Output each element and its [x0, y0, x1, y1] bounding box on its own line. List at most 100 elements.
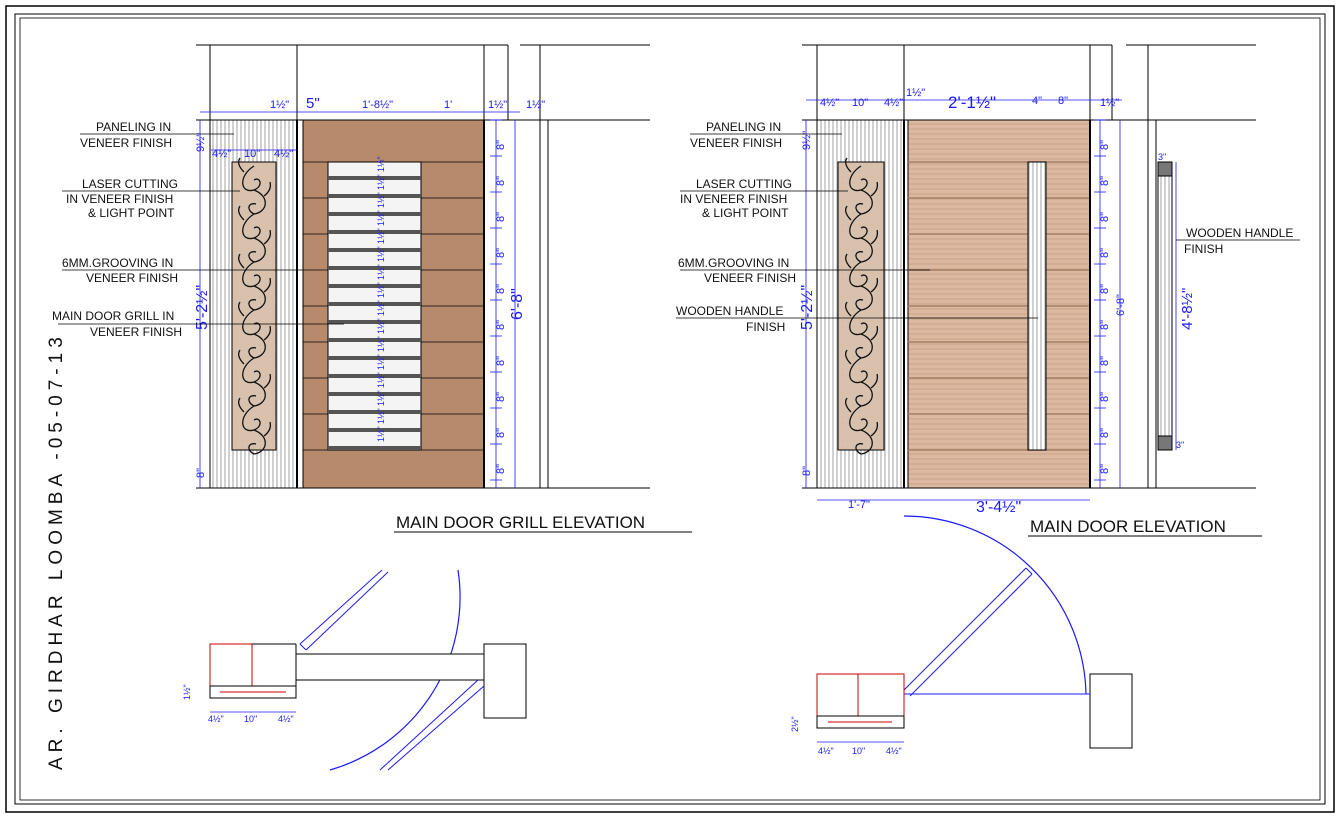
door-elevation-title: MAIN DOOR ELEVATION: [1030, 517, 1226, 536]
door-top-dim-2: 10": [852, 97, 868, 109]
grill-label-grill-2: VENEER FINISH: [90, 325, 182, 339]
grill-bar: [328, 248, 421, 252]
grill-gap-label: 1½": [376, 156, 386, 172]
door-top-dim-6: 4": [1032, 95, 1042, 107]
grill-bar: [328, 338, 421, 342]
door-elevation: [802, 44, 1256, 501]
grill-bar: [328, 194, 421, 198]
handle-label-2: FINISH: [1184, 242, 1223, 256]
segment-dim-label: 8": [495, 428, 507, 438]
segment-dim-label: 8": [495, 464, 507, 474]
door-segment-labels: 8"8"8"8"8"8"8"8"8"8": [1099, 140, 1111, 474]
grill-gap-label: 1½": [376, 210, 386, 226]
door-label-laser-3: & LIGHT POINT: [702, 206, 789, 220]
grill-label-groove-1: 6MM.GROOVING IN: [62, 256, 173, 270]
door-plan: [816, 515, 1133, 749]
scroll-leaf: [845, 349, 852, 365]
grill-dimensions: [199, 111, 520, 488]
grill-bar: [328, 230, 421, 234]
scroll-leaf: [263, 373, 272, 389]
scroll-leaf: [870, 229, 879, 245]
grill-top-dim-6: 1½": [526, 99, 545, 111]
segment-dim-label: 8": [495, 284, 507, 294]
grill-gap-label: 1½": [376, 318, 386, 334]
grill-side-dim-3: 4½": [274, 148, 293, 160]
door-right-height: 6'-8": [1115, 294, 1127, 316]
inner-border: [14, 13, 1326, 805]
grill-top-dim-4: 1': [444, 99, 452, 111]
grill-top-dim-2: 5": [306, 95, 320, 112]
scroll-leaf: [845, 157, 852, 173]
door-top-dim-3: 4½": [884, 97, 903, 109]
grill-bar: [328, 374, 421, 378]
segment-dim-label: 8": [495, 140, 507, 150]
segment-dim-label: 8": [1099, 176, 1111, 186]
scroll-leaf: [870, 421, 879, 437]
grill-gap-label: 1½": [376, 300, 386, 316]
grill-gap-label: 1½": [376, 426, 386, 442]
grill-gap-label: 1½": [376, 390, 386, 406]
grill-gap-label: 1½": [376, 354, 386, 370]
door-label-groove-1: 6MM.GROOVING IN: [678, 256, 789, 270]
grill-plan-dim-3: 10": [244, 714, 257, 724]
grill-plan-dim-4: 4½": [278, 714, 294, 724]
door-handle: [1027, 161, 1047, 451]
grill-gap-label: 1½": [376, 192, 386, 208]
scroll-leaf: [845, 301, 852, 317]
grill-label-grill-1: MAIN DOOR GRILL IN: [52, 309, 174, 323]
grill-label-paneling-1: PANELING IN: [96, 120, 171, 134]
scroll-curl: [855, 429, 873, 455]
segment-dim-label: 8": [495, 248, 507, 258]
door-left-height: 5'-2½": [799, 285, 816, 330]
grill-gap-label: 1½": [376, 372, 386, 388]
grill-bar: [328, 320, 421, 324]
grill-side-dim-2: 10": [244, 148, 260, 160]
segment-dim-label: 8": [1099, 248, 1111, 258]
grill-plan-dim-1: 1½": [182, 684, 192, 700]
outer-border: [5, 5, 1335, 813]
segment-dim-label: 8": [1099, 428, 1111, 438]
author-text: AR. GIRDHAR LOOMBA -05-07-13: [46, 332, 67, 770]
grill-bottom-segment: 8": [195, 468, 207, 478]
grill-bar: [328, 356, 421, 360]
grill-gap-label: 1½": [376, 174, 386, 190]
door-laser-panel: [837, 161, 885, 451]
grill-bar: [328, 212, 421, 216]
grill-callouts: [58, 133, 344, 325]
segment-dim-label: 8": [1099, 212, 1111, 222]
grill-plan: [209, 569, 527, 771]
door-leaf: [907, 119, 1091, 489]
grill-top-dim-5: 1½": [488, 99, 507, 111]
grill-laser-panel: [231, 161, 277, 451]
grill-bar: [328, 446, 421, 450]
scroll-leaf: [263, 421, 272, 437]
door-label-groove-2: VENEER FINISH: [704, 271, 796, 285]
grill-elevation-title: MAIN DOOR GRILL ELEVATION: [396, 513, 645, 532]
door-bottom-right-dim: 3'-4½": [976, 499, 1021, 516]
scroll-leaf: [263, 181, 272, 197]
segment-dim-label: 8": [495, 392, 507, 402]
laser-cut-scroll-left: [238, 157, 272, 455]
grill-bar: [328, 428, 421, 432]
handle-end-dim-bottom: 3": [1176, 440, 1184, 450]
scroll-leaf: [870, 181, 879, 197]
scroll-leaf: [238, 253, 245, 269]
grill-label-laser-3: & LIGHT POINT: [88, 206, 175, 220]
grill-left-height: 5'-2½": [194, 285, 211, 330]
laser-cut-scroll-right: [845, 157, 879, 455]
grill-gap-label: 1½": [376, 336, 386, 352]
grill-gap-label: 1½": [376, 282, 386, 298]
scroll-leaf: [870, 373, 879, 389]
grill-gap-label: 1½": [376, 246, 386, 262]
grill-gap-label: 1½": [376, 228, 386, 244]
grill-segment-labels: 8"8"8"8"8"8"8"8"8"8"1½"1½"1½"1½"1½"1½"1½…: [376, 140, 507, 474]
grill-bar: [328, 266, 421, 270]
scroll-leaf: [238, 397, 245, 413]
door-top-dim-1: 4½": [820, 97, 839, 109]
scroll-leaf: [870, 277, 879, 293]
grill-right-height: 6'-8": [509, 288, 526, 320]
grill-side-dim-4: 9½": [195, 133, 207, 152]
segment-dim-label: 8": [1099, 356, 1111, 366]
door-bottom-left-dim: 1'-7": [848, 499, 870, 511]
